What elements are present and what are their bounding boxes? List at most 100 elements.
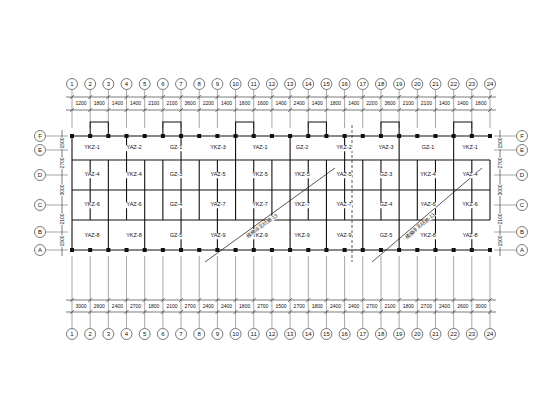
dimension-text: 1800 <box>475 101 487 106</box>
dimension-text: 3000 <box>498 184 503 196</box>
dimension-text: 1800 <box>239 304 251 309</box>
axis-number: 10 <box>232 81 240 87</box>
dimension-text: 3600 <box>184 101 196 106</box>
dimension-text: 2400 <box>348 304 360 309</box>
dimension-text: 2200 <box>202 101 214 106</box>
component-mark: YKZ-9 <box>294 233 311 239</box>
dimension-text: 2700 <box>257 304 269 309</box>
component-mark: YKZ-7 <box>294 202 311 208</box>
axis-number: 23 <box>468 331 476 337</box>
axis-number: 13 <box>286 331 294 337</box>
component-mark: GZ-4 <box>169 202 183 208</box>
dimension-text: 1500 <box>60 137 65 149</box>
axis-number: 14 <box>304 81 312 87</box>
component-mark: YKZ-5 <box>252 172 269 178</box>
dimension-text: 2700 <box>366 304 378 309</box>
dimension-text: 1500 <box>60 235 65 247</box>
dimension-text: 1600 <box>257 101 269 106</box>
axis-letter: B <box>519 229 524 235</box>
component-mark: YAZ-1 <box>252 145 268 151</box>
axis-number: 19 <box>395 81 403 87</box>
axis-number: 3 <box>106 81 110 87</box>
axis-number: 1 <box>70 81 74 87</box>
component-mark: YKZ-6 <box>462 202 479 208</box>
component-mark: YAZ-8 <box>462 233 478 239</box>
component-mark: YAZ-7 <box>336 202 352 208</box>
component-mark: YKZ-1 <box>462 145 479 151</box>
axis-number: 9 <box>215 81 219 87</box>
dimension-text: 1400 <box>311 101 323 106</box>
dimension-text: 1200 <box>75 101 87 106</box>
component-mark: YKZ-8 <box>126 233 143 239</box>
axis-number: 8 <box>197 81 201 87</box>
dimension-text: 2100 <box>166 304 178 309</box>
axis-letter: E <box>519 147 524 153</box>
dimension-text: 2700 <box>293 304 305 309</box>
dimension-text: 2700 <box>420 304 432 309</box>
axis-number: 24 <box>486 331 494 337</box>
dimension-text: 2100 <box>384 304 396 309</box>
component-mark: YKZ-4 <box>126 172 143 178</box>
axis-number: 14 <box>304 331 312 337</box>
component-mark: YAZ-4 <box>84 172 100 178</box>
axis-number: 7 <box>179 331 183 337</box>
axis-number: 17 <box>359 331 367 337</box>
component-mark: GZ-2 <box>295 145 309 151</box>
axis-letter: A <box>37 247 42 253</box>
axis-number: 1 <box>70 331 74 337</box>
axis-letter: D <box>519 172 524 178</box>
component-mark: YAZ-9 <box>210 233 226 239</box>
dimension-text: 3000 <box>75 304 87 309</box>
dimension-text: 2600 <box>457 304 469 309</box>
component-mark: GZ-1 <box>421 145 435 151</box>
axis-number: 18 <box>377 331 385 337</box>
axis-letter: B <box>37 229 42 235</box>
dimension-text: 1800 <box>402 304 414 309</box>
axis-number: 17 <box>359 81 367 87</box>
axis-letter: D <box>37 172 42 178</box>
axis-letter: A <box>519 247 524 253</box>
axis-number: 7 <box>179 81 183 87</box>
component-mark: YAZ-3 <box>378 145 394 151</box>
component-mark: YKZ-6 <box>84 202 101 208</box>
axis-number: 21 <box>432 81 440 87</box>
axis-number: 4 <box>124 81 128 87</box>
dimension-text: 3000 <box>60 184 65 196</box>
axis-letter: F <box>38 133 43 139</box>
component-mark: YAZ-7 <box>210 202 226 208</box>
axis-number: 5 <box>143 81 147 87</box>
axis-letter: C <box>37 202 42 208</box>
component-mark: YAZ-4 <box>462 172 478 178</box>
dimension-text: 2100 <box>498 212 503 224</box>
dimension-text: 2400 <box>111 304 123 309</box>
dimension-text: 2600 <box>93 304 105 309</box>
axis-number: 10 <box>232 331 240 337</box>
axis-number: 2 <box>88 331 92 337</box>
dimension-text: 2100 <box>60 212 65 224</box>
component-mark: YKZ-2 <box>336 145 353 151</box>
dimension-text: 2700 <box>130 304 142 309</box>
component-mark: YAZ-9 <box>336 233 352 239</box>
axis-number: 2 <box>88 81 92 87</box>
axis-number: 20 <box>413 331 421 337</box>
axis-number: 8 <box>197 331 201 337</box>
axis-number: 5 <box>143 331 147 337</box>
axis-number: 9 <box>215 331 219 337</box>
component-mark: YKZ-8 <box>420 233 437 239</box>
axis-number: 4 <box>124 331 128 337</box>
dimension-text: 2100 <box>166 101 178 106</box>
axis-number: 24 <box>486 81 494 87</box>
dimension-text: 1800 <box>148 304 160 309</box>
dimension-text: 1800 <box>93 101 105 106</box>
dimension-text: 1400 <box>111 101 123 106</box>
dimension-text: 1400 <box>439 101 451 106</box>
component-mark: YKZ-4 <box>420 172 437 178</box>
dimension-text: 2400 <box>329 304 341 309</box>
axis-letter: F <box>520 133 525 139</box>
dimension-text: 1800 <box>329 101 341 106</box>
dimension-text: 1400 <box>275 101 287 106</box>
axis-number: 12 <box>268 81 276 87</box>
axis-number: 6 <box>161 81 165 87</box>
axis-number: 22 <box>450 331 458 337</box>
component-mark: GZ-3 <box>379 172 393 178</box>
